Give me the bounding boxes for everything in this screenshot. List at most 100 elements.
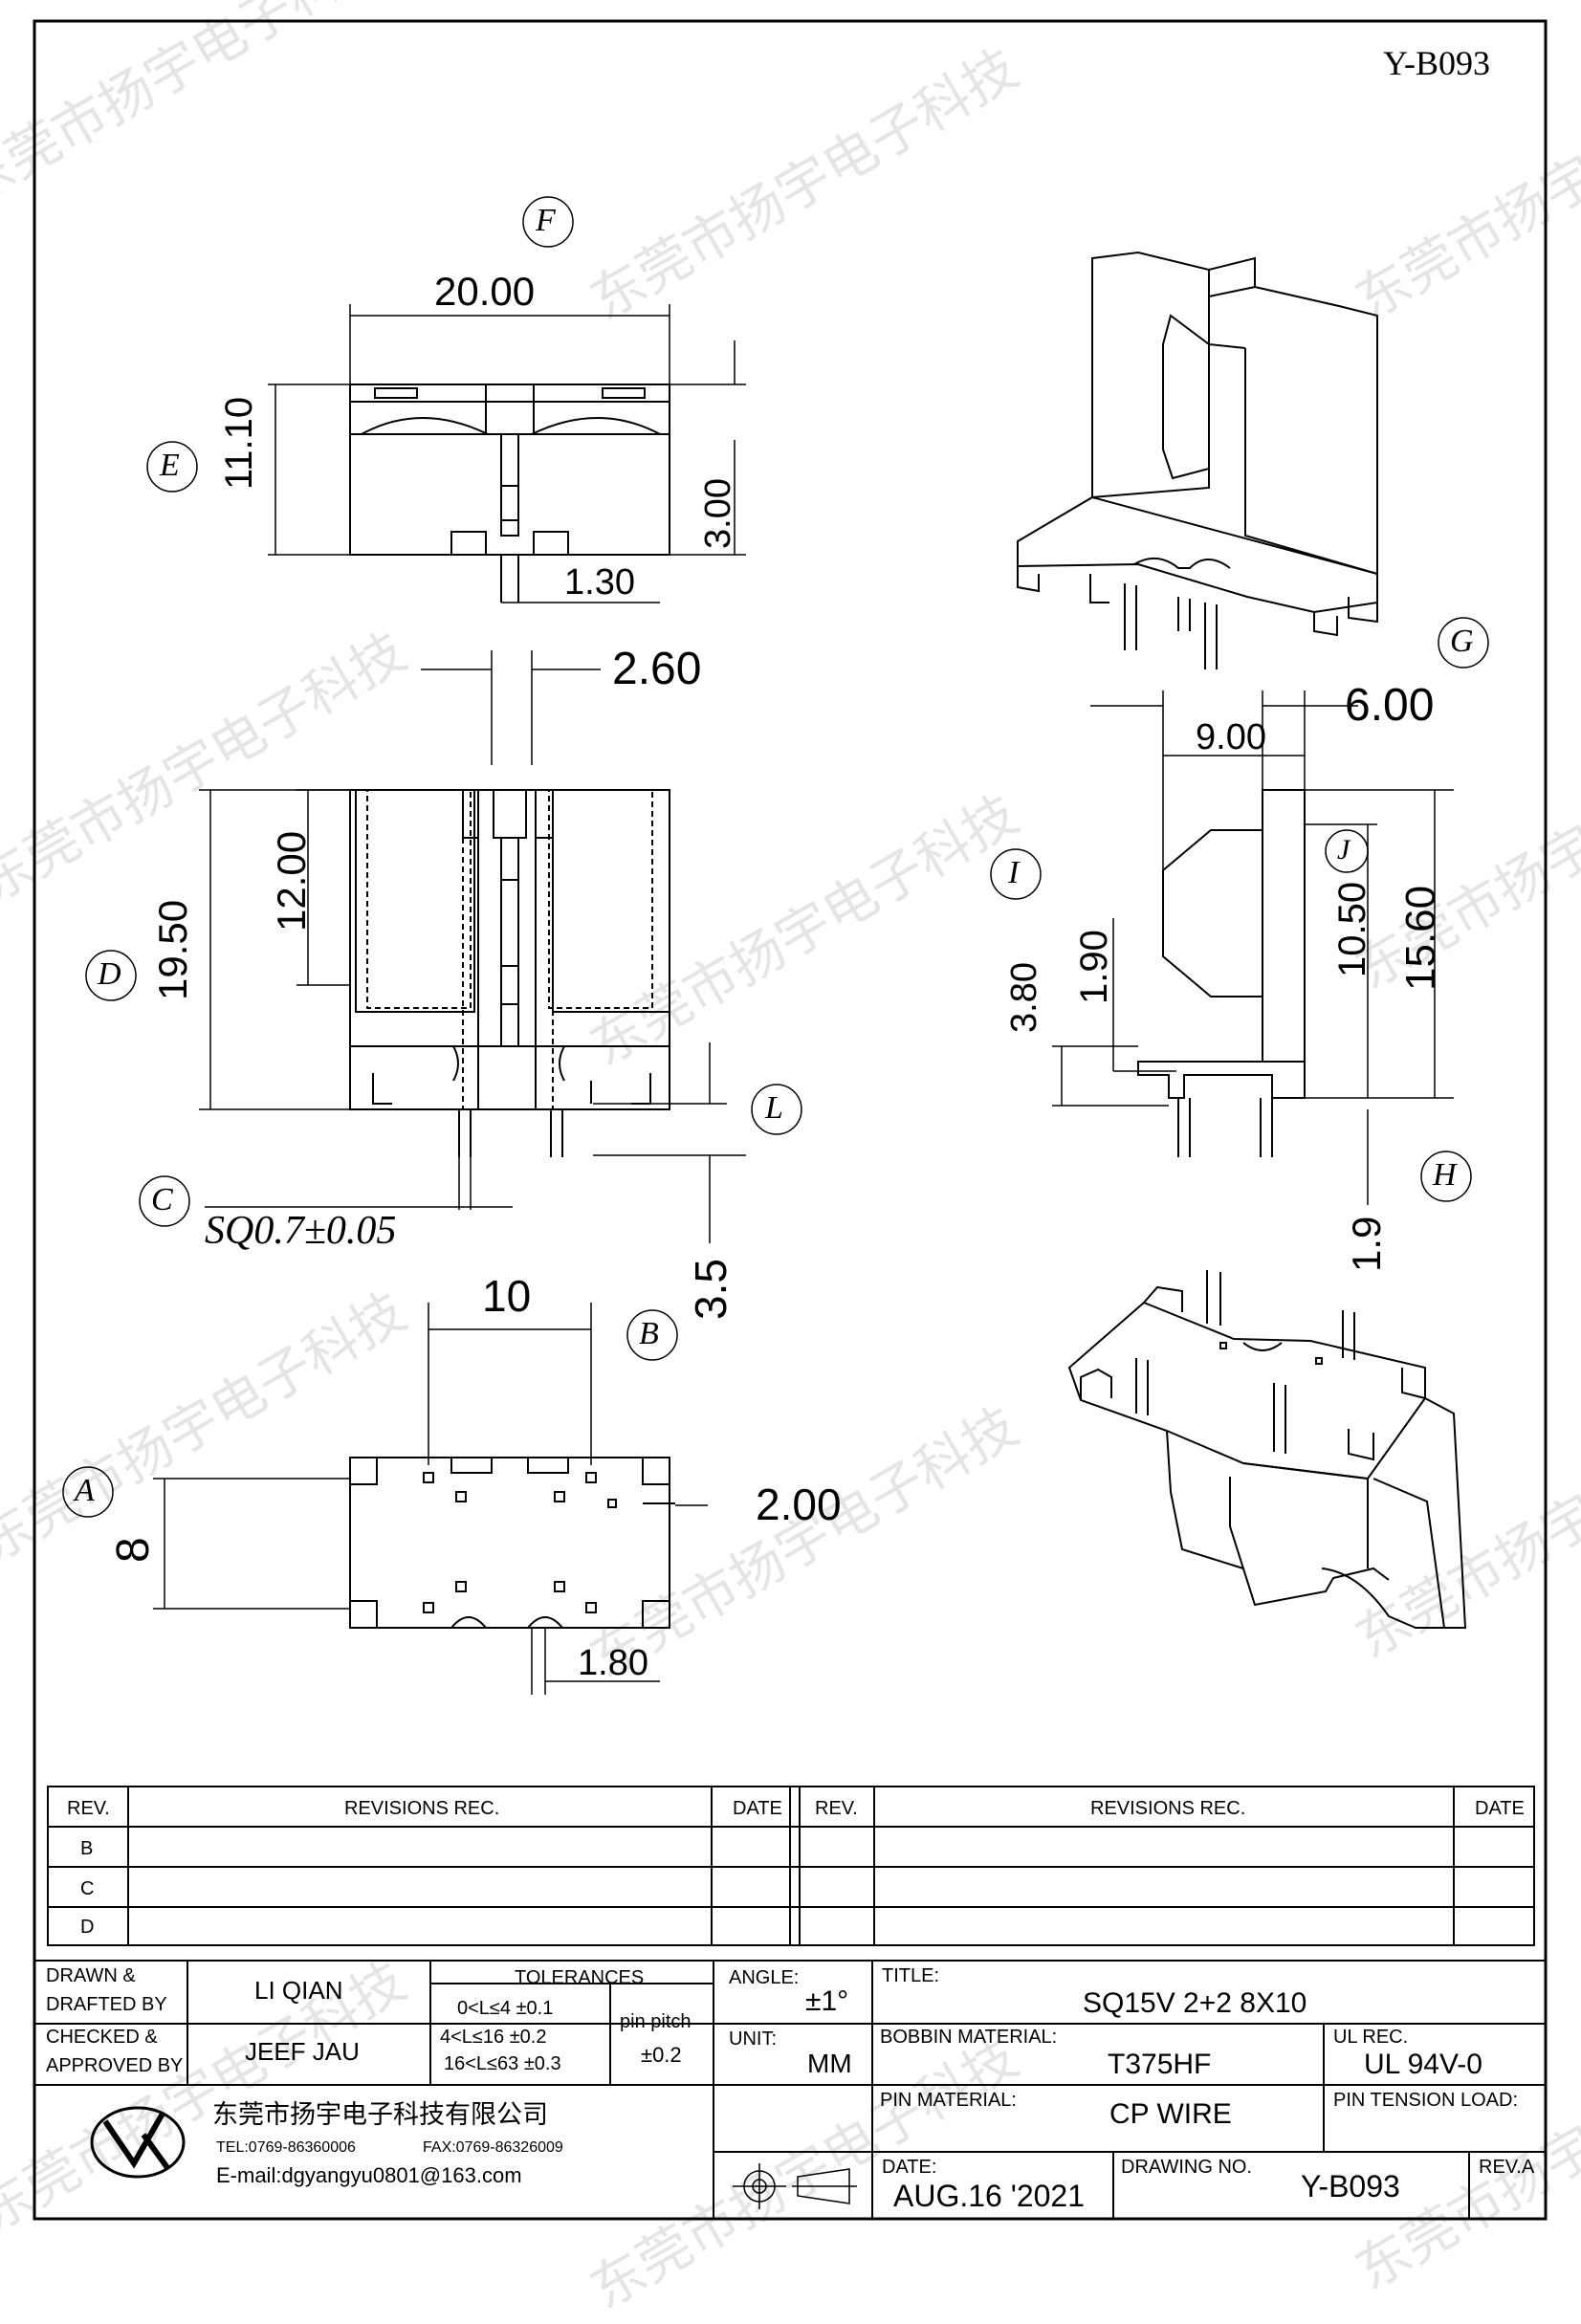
label-l-circle (751, 1084, 802, 1135)
label-a-circle (62, 1466, 114, 1518)
date-header-right: DATE (1475, 1798, 1525, 1819)
ul-rec-value: UL 94V-0 (1364, 2049, 1482, 2080)
company-email: E-mail:dgyangyu0801@163.com (216, 2163, 522, 2187)
pin-material-label: PIN MATERIAL: (880, 2090, 1017, 2111)
revision-row-label: B (80, 1838, 94, 1859)
label-c-circle (139, 1175, 190, 1227)
pin-tension-label: PIN TENSION LOAD: (1333, 2090, 1519, 2111)
dim-sq0-7: SQ0.7±0.05 (205, 1209, 397, 1253)
label-f-circle (522, 196, 574, 248)
angle-value: ±1° (805, 1985, 849, 2017)
label-g-circle (1438, 617, 1489, 669)
drawing-code-top: Y-B093 (1383, 44, 1491, 82)
label-i-circle (990, 848, 1042, 900)
dimension-lines-e (268, 304, 746, 603)
dim-1-80: 1.80 (578, 1643, 648, 1683)
label-j-circle (1325, 829, 1369, 873)
label-i: I (1008, 855, 1020, 890)
unit-label: UNIT: (729, 2028, 777, 2050)
ul-rec-label: UL REC. (1333, 2027, 1409, 2048)
drawn-value: LI QIAN (254, 1976, 343, 2005)
pin-material-value: CP WIRE (1109, 2098, 1232, 2130)
tolerances-title: TOLERANCES (515, 1967, 645, 1988)
label-h-circle (1420, 1151, 1472, 1202)
label-a: A (75, 1473, 95, 1508)
iso-view-h (1067, 1270, 1467, 1629)
dim-8: 8 (108, 1537, 159, 1563)
drafted-label: DRAFTED BY (46, 1994, 167, 2015)
tolerance-row: 0<L≤4 ±0.1 (457, 1998, 554, 2019)
dimension-lines-i (1052, 691, 1454, 1205)
pin-pitch-value: ±0.2 (641, 2043, 682, 2067)
label-b: B (639, 1316, 659, 1351)
dim-9-00: 9.00 (1196, 717, 1266, 757)
iso-view-g (1017, 251, 1378, 669)
title-label: TITLE: (882, 1965, 940, 1986)
dim-10: 10 (482, 1271, 532, 1321)
technical-drawing (33, 19, 1548, 2221)
approved-label: APPROVED BY (46, 2055, 184, 2076)
revisions-table (47, 1786, 1535, 1946)
label-d-circle (85, 950, 137, 1001)
dimension-lines-a (153, 1303, 708, 1695)
dim-3-00: 3.00 (698, 478, 738, 549)
label-f: F (536, 203, 556, 238)
dim-20-00: 20.00 (434, 269, 536, 314)
bobbin-material-value: T375HF (1108, 2049, 1212, 2080)
label-j: J (1337, 834, 1350, 866)
label-b-circle (626, 1309, 678, 1361)
dim-19-50: 19.50 (150, 899, 195, 1000)
tolerance-row: 16<L≤63 ±0.3 (444, 2053, 561, 2074)
company-tel: TEL:0769-86360006 (216, 2139, 356, 2156)
dim-3-5: 3.5 (686, 1259, 736, 1320)
label-h: H (1433, 1157, 1457, 1193)
title-value: SQ15V 2+2 8X10 (1083, 1987, 1307, 2019)
company-logo (90, 2106, 186, 2179)
label-e: E (160, 448, 180, 483)
label-e-circle (146, 441, 198, 493)
dim-11-10: 11.10 (218, 396, 260, 490)
date-value: AUG.16 '2021 (893, 2179, 1086, 2213)
checked-label: CHECKED & (46, 2027, 158, 2048)
dim-10-50: 10.50 (1331, 881, 1373, 977)
pin-pitch-label: pin pitch (620, 2011, 692, 2032)
front-view-e (349, 384, 670, 603)
label-c: C (151, 1182, 173, 1217)
unit-value: MM (807, 2049, 852, 2078)
dimension-lines-d (199, 650, 746, 1243)
angle-label: ANGLE: (729, 1967, 800, 1988)
drawing-frame (33, 19, 1548, 2221)
company-fax: FAX:0769-86326009 (423, 2139, 563, 2156)
dim-2-00: 2.00 (756, 1480, 842, 1529)
tolerance-row: 4<L≤16 ±0.2 (440, 2027, 547, 2048)
bobbin-material-label: BOBBIN MATERIAL: (880, 2027, 1058, 2048)
label-d: D (98, 956, 121, 992)
date-label: DATE: (882, 2157, 937, 2178)
revisions-header-left: REVISIONS REC. (344, 1798, 500, 1819)
dim-1-90: 1.90 (1073, 930, 1115, 1004)
date-header-left: DATE (733, 1798, 782, 1819)
revision-row-label: D (80, 1917, 95, 1938)
dim-6-00: 6.00 (1345, 680, 1435, 731)
dim-3-80: 3.80 (1004, 962, 1044, 1033)
dim-2-60: 2.60 (612, 644, 702, 694)
checked-value: JEEF JAU (245, 2037, 360, 2066)
bottom-view-a (349, 1457, 675, 1629)
company-name: 东莞市扬宇电子科技有限公司 (212, 2100, 548, 2130)
drawing-no-value: Y-B093 (1301, 2169, 1400, 2203)
revisions-header-right: REVISIONS REC. (1090, 1798, 1246, 1819)
dim-12-00: 12.00 (269, 830, 314, 932)
dim-15-60: 15.60 (1397, 885, 1444, 991)
label-l: L (765, 1090, 783, 1126)
label-g: G (1450, 624, 1474, 659)
rev-a-label: REV.A (1479, 2157, 1535, 2178)
drawing-no-label: DRAWING NO. (1121, 2157, 1253, 2178)
revision-row-label: C (80, 1878, 95, 1899)
dim-1-9: 1.9 (1344, 1216, 1389, 1272)
dim-1-30: 1.30 (564, 562, 635, 603)
side-view-i (1137, 789, 1306, 1157)
rev-header-left: REV. (67, 1798, 110, 1819)
rev-header-right: REV. (815, 1798, 858, 1819)
drawn-label: DRAWN & (46, 1965, 136, 1986)
side-view-d (349, 789, 670, 1157)
